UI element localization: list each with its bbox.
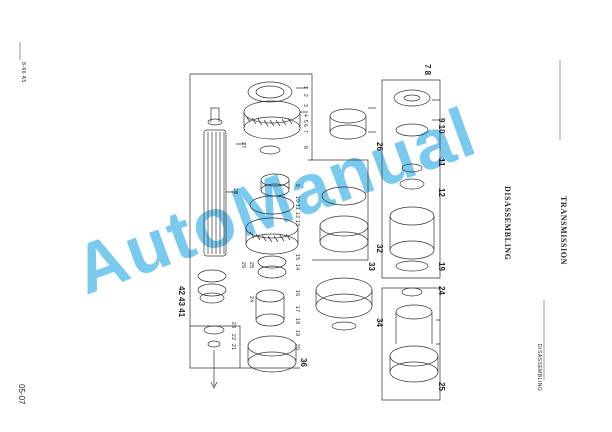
washer-23: [203, 325, 225, 335]
gear-top-1: [247, 81, 293, 103]
frame-left: [189, 74, 300, 369]
callout-25: 25: [248, 262, 254, 269]
frame-top: [190, 73, 313, 161]
cover-7: [393, 89, 431, 107]
callout-14: 14: [294, 264, 300, 271]
callout-22: 22: [230, 334, 236, 341]
callout-15: 15: [294, 254, 300, 261]
gear-26: [329, 108, 367, 124]
gear-33: [315, 277, 373, 303]
callout-17: 17: [294, 306, 300, 313]
frame-left-lower: [190, 325, 241, 368]
group-label-11: 11: [437, 158, 446, 167]
callout-4: 4: [302, 114, 308, 118]
group-label-33: 33: [367, 262, 376, 271]
gear-mid-1: [249, 195, 295, 215]
bearing-42: [197, 269, 227, 283]
callout-24: 24: [248, 296, 254, 303]
gear-32: [321, 186, 367, 206]
callout-18: 18: [294, 318, 300, 325]
doc-code: 8-66 A5: [20, 62, 26, 83]
callout-8: 8: [302, 146, 308, 150]
callout-7: 7: [302, 130, 308, 134]
callout-21: 21: [230, 344, 236, 351]
callout-3: 3: [302, 104, 308, 108]
group-label-19: 19: [437, 262, 446, 271]
gear-20: [247, 335, 297, 357]
group-label-36: 36: [299, 358, 308, 367]
callout-13: 13: [294, 220, 300, 227]
frame-right: [381, 79, 441, 279]
group-label-34: 34: [375, 318, 384, 327]
frame-mid: [312, 159, 369, 261]
callout-26: 26: [240, 262, 246, 269]
callout-10: 10: [294, 196, 300, 203]
section-title: TRANSMISSION: [559, 196, 568, 265]
subsection-title: DISASSEMBLING: [503, 186, 512, 261]
frame-right-lower: [381, 287, 441, 401]
callout-28: 28: [232, 188, 238, 195]
callout-23: 23: [230, 322, 236, 329]
callout-6: 6: [302, 124, 308, 128]
group-label-26: 26: [375, 142, 384, 151]
callout-16: 16: [294, 290, 300, 297]
o-ring: [395, 123, 429, 137]
group-label-25: 25: [437, 382, 446, 391]
snap-ring-11: [401, 163, 423, 173]
housing-19: [389, 206, 435, 226]
callout-2: 2: [302, 94, 308, 98]
callout-19: 19: [294, 330, 300, 337]
sleeve-16: [255, 289, 285, 303]
running-title: DISASSEMBLING: [536, 344, 542, 392]
group-label-7-8: 7 8: [423, 64, 432, 76]
gear-25: [389, 345, 439, 367]
callout-12: 12: [294, 212, 300, 219]
bearing-15: [257, 255, 287, 269]
callout-11: 11: [294, 204, 300, 211]
washer-8: [259, 145, 281, 155]
splined-shaft: [203, 129, 227, 257]
group-label-9-10: 9 10: [437, 118, 446, 134]
group-label-42-43-41: 42 43 41: [177, 286, 186, 318]
group-label-24: 24: [437, 286, 446, 295]
group-label-32: 32: [375, 244, 384, 253]
callout-5: 5: [302, 120, 308, 124]
callout-27: 27: [240, 142, 246, 149]
group-label-12: 12: [437, 188, 446, 197]
ring-19: [395, 260, 429, 272]
callout-1: 1: [302, 86, 308, 90]
washer-24: [401, 287, 423, 297]
callout-9: 9: [294, 184, 300, 188]
callout-20: 20: [294, 344, 300, 351]
seal-12: [399, 178, 425, 190]
page-number: 05-07: [17, 384, 26, 405]
gear-mid-2: [245, 217, 299, 239]
gear-top-2: [243, 100, 301, 124]
washer-34: [331, 321, 357, 331]
